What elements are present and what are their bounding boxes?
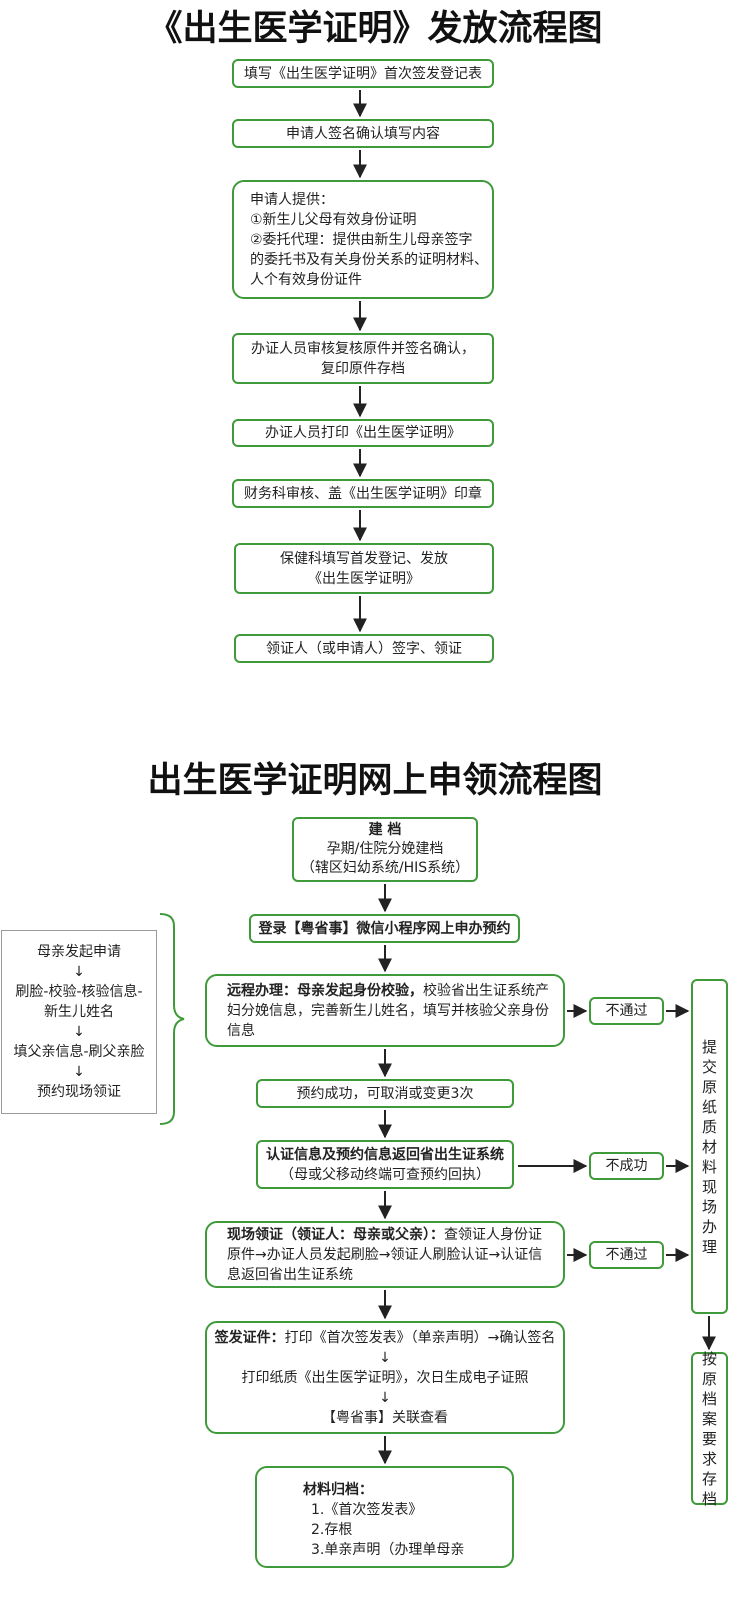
offline-step-finance-stamp: 财务科审核、盖《出生医学证明》印章: [232, 479, 494, 508]
offline-step-text: ①新生儿父母有效身份证明: [250, 211, 417, 228]
paper-box-char: 料: [701, 1157, 717, 1176]
online-step-bold: 签发证件：: [214, 1329, 285, 1346]
paper-box-char: 理: [701, 1237, 717, 1256]
online-step-login-yueshengshi: 登录【粤省事】微信小程序网上申办预约: [249, 914, 520, 943]
offline-step-text: 复印原件存档: [321, 360, 405, 377]
online-step-bold: 材料归档：: [303, 1482, 373, 1498]
offline-step-issue-certificate: 保健科填写首发登记、发放 《出生医学证明》: [234, 543, 494, 594]
archive-item: 3.单亲声明（办理单母亲: [311, 1542, 465, 1558]
paper-box-char: 质: [701, 1117, 717, 1136]
online-step-bold: 远程办理：母亲发起身份校验，: [227, 982, 423, 999]
archive-item: 2.存根: [311, 1522, 353, 1538]
archive-box-char: 要: [701, 1429, 717, 1448]
offline-step-applicant-provides: 申请人提供： ①新生儿父母有效身份证明 ②委托代理：提供由新生儿母亲签字 的委托…: [232, 180, 494, 299]
archive-item: 1.《首次签发表》: [311, 1502, 423, 1518]
archive-requirements-box: 按原档案要求存档: [691, 1349, 728, 1508]
offline-step-text: ②委托代理：提供由新生儿母亲签字: [250, 231, 473, 248]
offline-step-text: 填写《出生医学证明》首次签发登记表: [244, 65, 482, 82]
offline-step-text: 财务科审核、盖《出生医学证明》印章: [244, 485, 482, 502]
archive-box-char: 案: [701, 1409, 717, 1428]
online-step-title: 建 档: [368, 822, 402, 838]
online-step-text: 现场领证（领证人：母亲或父亲）：查领证人身份证: [227, 1225, 542, 1245]
remote-substeps-box: 母亲发起申请 ↓ 刷脸-校验-核验信息- 新生儿姓名 ↓ 填父亲信息-刷父亲脸 …: [1, 930, 157, 1114]
online-step-text: 打印纸质《出生医学证明》，次日生成电子证照: [241, 1369, 529, 1386]
paper-box-char: 材: [701, 1137, 717, 1156]
archive-box-char: 按: [701, 1349, 717, 1368]
offline-step-text: 申请人提供：: [250, 191, 334, 208]
online-step-archive-materials: 材料归档： 1.《首次签发表》 2.存根 3.单亲声明（办理单母亲: [255, 1466, 514, 1568]
paper-box-char: 办: [701, 1217, 717, 1236]
paper-box-char: 提: [701, 1037, 717, 1056]
down-arrow-glyph: ↓: [73, 1064, 85, 1080]
archive-box-char: 原: [701, 1369, 717, 1388]
archive-box-char: 档: [701, 1489, 717, 1508]
offline-step-text: 申请人签名确认填写内容: [286, 125, 440, 142]
online-step-text: （辖区妇幼系统/HIS系统）: [300, 860, 470, 876]
online-flow-title: 出生医学证明网上申领流程图: [147, 760, 603, 801]
archive-box-char: 求: [701, 1449, 717, 1468]
online-step-issue-certificate: 签发证件：打印《首次签发表》（单亲声明）→确认签名 ↓ 打印纸质《出生医学证明》…: [205, 1321, 565, 1434]
down-arrow-glyph: ↓: [379, 1349, 391, 1366]
paper-box-char: 原: [701, 1077, 717, 1096]
offline-step-text: 办证人员审核复核原件并签名确认，: [251, 340, 475, 357]
fail-text: 不通过: [605, 1003, 648, 1019]
substep-text: 刷脸-校验-核验信息-: [15, 984, 143, 1000]
online-step-bold: 现场领证（领证人：母亲或父亲）：: [227, 1226, 444, 1243]
down-arrow-glyph: ↓: [379, 1389, 391, 1406]
offline-step-applicant-sign: 申请人签名确认填写内容: [232, 119, 494, 148]
substep-text: 填父亲信息-刷父亲脸: [13, 1044, 145, 1060]
online-step-text: 息返回省出生证系统: [227, 1266, 353, 1283]
online-step-text: 【粤省事】关联查看: [322, 1409, 448, 1426]
offline-step-text: 领证人（或申请人）签字、领证: [266, 640, 462, 657]
online-step-text: 远程办理：母亲发起身份校验，校验省出生证系统产: [227, 981, 549, 1001]
offline-step-collect-certificate: 领证人（或申请人）签字、领证: [234, 634, 494, 663]
online-step-verify-info: 认证信息及预约信息返回省出生证系统 （母或父移动终端可查预约回执）: [256, 1140, 514, 1189]
online-step-text: 原件→办证人员发起刷脸→领证人刷脸认证→认证信: [227, 1246, 543, 1263]
online-step-bold: 认证信息及预约信息返回省出生证系统: [266, 1146, 504, 1163]
online-step-text: 打印《首次签发表》（单亲声明）→确认签名: [284, 1329, 556, 1346]
paper-box-char: 现: [701, 1177, 717, 1196]
fail-box-not-passed: 不通过: [589, 997, 664, 1025]
fail-text: 不成功: [605, 1158, 648, 1174]
online-step-text: 登录【粤省事】微信小程序网上申办预约: [258, 920, 511, 937]
online-step-text: 校验省出生证系统产: [423, 982, 549, 999]
substep-text: 母亲发起申请: [37, 944, 121, 960]
online-step-text: 查领证人身份证: [444, 1226, 542, 1243]
paper-box-char: 场: [701, 1197, 717, 1216]
fail-text: 不通过: [605, 1247, 648, 1263]
substep-text: 预约现场领证: [37, 1084, 121, 1100]
paper-box-char: 纸: [701, 1097, 717, 1116]
archive-box-char: 存: [701, 1469, 717, 1488]
substep-text: 新生儿姓名: [44, 1004, 114, 1020]
online-step-text: 妇分娩信息，完善新生儿姓名，填写并核验父亲身份: [227, 1002, 549, 1019]
offline-step-text: 保健科填写首发登记、发放: [280, 550, 448, 567]
submit-paper-materials-box: 提交原纸质材料现场办理: [691, 979, 728, 1314]
down-arrow-glyph: ↓: [73, 964, 85, 980]
offline-step-text: 人个有效身份证件: [250, 271, 362, 288]
online-step-booking-success: 预约成功，可取消或变更3次: [256, 1079, 514, 1108]
online-step-text: （母或父移动终端可查预约回执）: [280, 1166, 490, 1183]
offline-flow-title: 《出生医学证明》发放流程图: [147, 8, 603, 49]
fail-box-not-passed-onsite: 不通过: [589, 1241, 664, 1269]
offline-step-text: 办证人员打印《出生医学证明》: [265, 425, 461, 441]
online-step-text: 签发证件：打印《首次签发表》（单亲声明）→确认签名: [215, 1328, 556, 1348]
offline-step-text: 《出生医学证明》: [308, 570, 420, 587]
paper-box-char: 交: [701, 1057, 717, 1076]
online-step-create-file: 建 档 孕期/住院分娩建档 （辖区妇幼系统/HIS系统）: [292, 817, 478, 882]
archive-box-char: 档: [701, 1389, 717, 1408]
online-step-text: 预约成功，可取消或变更3次: [296, 1085, 474, 1102]
offline-step-print-certificate: 办证人员打印《出生医学证明》: [232, 419, 494, 447]
online-step-text: 孕期/住院分娩建档: [326, 841, 444, 857]
online-step-text: 信息: [227, 1022, 255, 1039]
curly-bracket: [159, 913, 185, 1125]
fail-box-unsuccessful: 不成功: [589, 1152, 664, 1180]
offline-step-text: 的委托书及有关身份关系的证明材料、: [250, 251, 488, 268]
online-step-onsite-collection: 现场领证（领证人：母亲或父亲）：查领证人身份证 原件→办证人员发起刷脸→领证人刷…: [205, 1221, 565, 1288]
offline-step-review-originals: 办证人员审核复核原件并签名确认， 复印原件存档: [232, 333, 494, 384]
offline-step-registration-form: 填写《出生医学证明》首次签发登记表: [232, 59, 494, 88]
down-arrow-glyph: ↓: [73, 1024, 85, 1040]
online-step-remote-processing: 远程办理：母亲发起身份校验，校验省出生证系统产 妇分娩信息，完善新生儿姓名，填写…: [205, 974, 565, 1047]
